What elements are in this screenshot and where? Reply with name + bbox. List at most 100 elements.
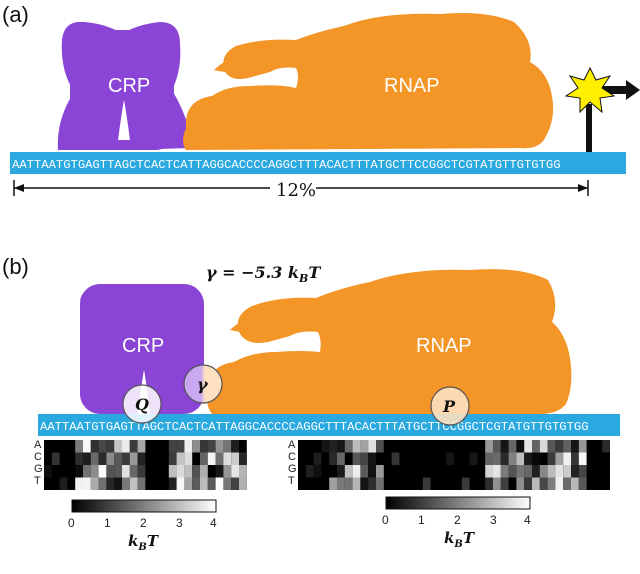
matrix-cell bbox=[578, 465, 587, 478]
matrix-cell bbox=[446, 452, 454, 465]
matrix-cell bbox=[83, 440, 91, 453]
matrix-cell bbox=[555, 452, 564, 465]
matrix-cell bbox=[176, 465, 185, 478]
matrix-cell bbox=[129, 452, 138, 465]
matrix-cell bbox=[200, 465, 208, 478]
matrix-cell bbox=[555, 465, 564, 478]
rnap-label-a: RNAP bbox=[384, 75, 440, 97]
matrix-cell bbox=[192, 440, 200, 453]
matrix-cell bbox=[500, 465, 509, 478]
matrix-cell bbox=[98, 452, 107, 465]
matrix-cell bbox=[368, 440, 376, 453]
rnap-label-b: RNAP bbox=[416, 335, 472, 357]
matrix-cell bbox=[360, 465, 369, 478]
matrix-cell bbox=[114, 440, 122, 453]
base-label-A-right: A bbox=[288, 439, 296, 451]
matrix-cell bbox=[578, 477, 587, 490]
cbar-left-tick-3: 3 bbox=[176, 516, 183, 530]
matrix-cell bbox=[532, 477, 540, 490]
matrix-cell bbox=[176, 477, 185, 490]
crp-label-a: CRP bbox=[108, 75, 150, 97]
matrix-cell bbox=[239, 477, 247, 490]
matrix-cell bbox=[192, 477, 200, 490]
matrix-cell bbox=[223, 452, 232, 465]
matrix-cell bbox=[137, 440, 146, 453]
matrix-cell bbox=[122, 465, 130, 478]
matrix-cell bbox=[563, 477, 571, 490]
matrix-cell bbox=[223, 477, 232, 490]
gamma-interaction-circle bbox=[183, 364, 223, 404]
crp-label-b: CRP bbox=[122, 335, 164, 357]
matrix-cell bbox=[329, 440, 337, 453]
dna-sequence-a: AATTAATGTGAGTTAGCTCACTCATTAGGCACCCCAGGCT… bbox=[12, 158, 561, 172]
matrix-cell bbox=[532, 440, 540, 453]
matrix-cell bbox=[90, 452, 99, 465]
matrix-cell bbox=[547, 477, 556, 490]
rnap-arm-b bbox=[230, 312, 318, 332]
tss-stem bbox=[586, 104, 592, 152]
matrix-cell bbox=[200, 452, 208, 465]
matrix-cell bbox=[376, 465, 384, 478]
matrix-cell bbox=[207, 440, 216, 453]
colorbar-ticks-left: 0 1 2 3 4 bbox=[68, 516, 217, 530]
tss-arrow bbox=[590, 80, 640, 100]
matrix-cell bbox=[563, 440, 571, 453]
matrix-cell bbox=[184, 440, 193, 453]
base-label-T-left: T bbox=[34, 475, 41, 487]
matrix-cell bbox=[508, 452, 517, 465]
dna-strand-b bbox=[38, 414, 620, 436]
matrix-cell bbox=[500, 477, 509, 490]
crp-cleft-a bbox=[118, 100, 130, 140]
matrix-cell bbox=[344, 440, 353, 453]
matrix-cell bbox=[539, 477, 548, 490]
dna-strand-a bbox=[10, 152, 626, 174]
colorbar-unit-left: kBT bbox=[128, 532, 160, 553]
base-label-G-right: G bbox=[288, 463, 297, 475]
q-label: Q bbox=[135, 395, 149, 414]
matrix-cell bbox=[168, 452, 177, 465]
colorbar-ticks-right: 0 1 2 3 4 bbox=[382, 513, 531, 527]
matrix-cell bbox=[98, 440, 107, 453]
matrix-cell bbox=[83, 452, 91, 465]
matrix-cell bbox=[231, 477, 239, 490]
rnap-protein-b bbox=[207, 269, 572, 414]
matrix-cell bbox=[485, 465, 493, 478]
matrix-cell bbox=[98, 465, 107, 478]
panel-b-label: (b) bbox=[2, 254, 29, 279]
matrix-cell bbox=[555, 477, 564, 490]
matrix-cell bbox=[75, 477, 83, 490]
matrix-cell bbox=[106, 452, 115, 465]
matrix-cell bbox=[215, 465, 224, 478]
p-label: P bbox=[442, 397, 456, 416]
matrix-cell bbox=[83, 465, 91, 478]
matrix-cell bbox=[508, 440, 517, 453]
matrix-cell bbox=[90, 440, 99, 453]
matrix-cell bbox=[223, 465, 232, 478]
gamma-value-label: γ = −5.3 kBT bbox=[206, 263, 321, 285]
cbar-left-tick-2: 2 bbox=[140, 516, 147, 530]
matrix-cell bbox=[122, 477, 130, 490]
matrix-cell bbox=[508, 465, 517, 478]
crp-protein-b bbox=[80, 284, 204, 414]
matrix-cell bbox=[184, 452, 193, 465]
cbar-right-tick-3: 3 bbox=[490, 513, 497, 527]
q-interaction-circle bbox=[122, 384, 162, 424]
matrix-cell bbox=[500, 440, 509, 453]
matrix-cell bbox=[337, 477, 345, 490]
cbar-right-tick-1: 1 bbox=[418, 513, 425, 527]
matrix-cell bbox=[368, 465, 376, 478]
matrix-cell bbox=[360, 477, 369, 490]
matrix-cell bbox=[571, 452, 579, 465]
matrix-cell bbox=[106, 465, 115, 478]
matrix-cell bbox=[578, 452, 587, 465]
matrix-cell bbox=[563, 452, 571, 465]
matrix-cell bbox=[352, 465, 361, 478]
matrix-cell bbox=[75, 440, 83, 453]
tss-star-icon bbox=[564, 66, 616, 114]
colorbar-right bbox=[385, 496, 531, 510]
matrix-cell bbox=[200, 477, 208, 490]
matrix-cell bbox=[368, 477, 376, 490]
matrix-cell bbox=[231, 452, 239, 465]
matrix-cell bbox=[313, 452, 322, 465]
